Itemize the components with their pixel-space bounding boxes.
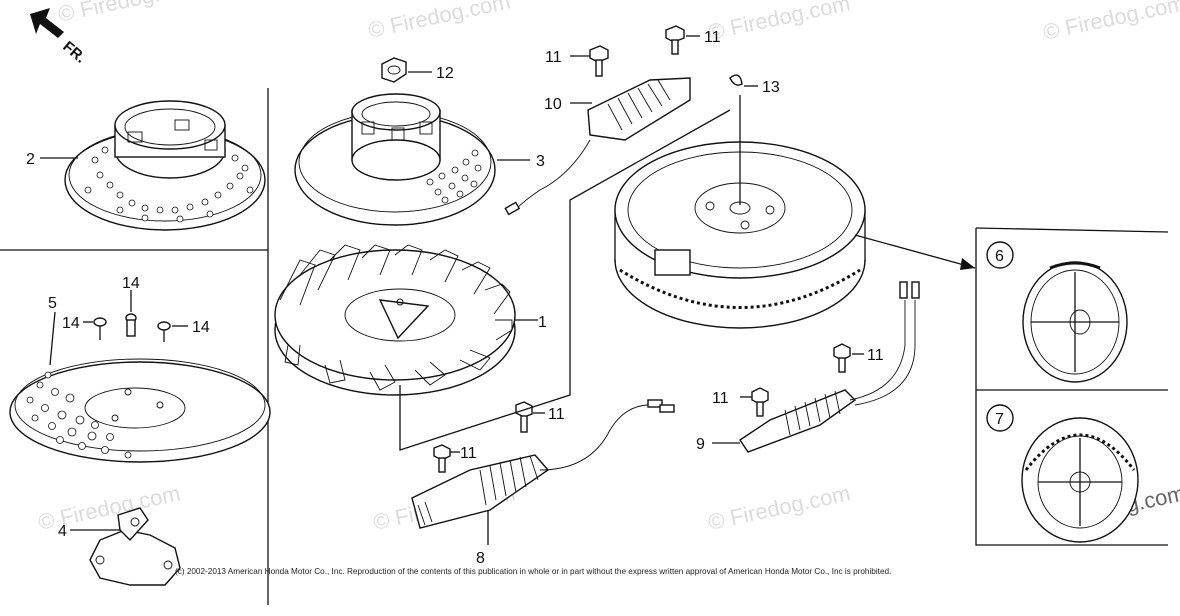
watermark-text: © Firedog.com xyxy=(706,0,853,45)
callout-7: 7 xyxy=(995,411,1004,428)
arrow-icon xyxy=(30,8,64,38)
detail-6-flywheel-type-a xyxy=(1022,261,1128,383)
copyright-notice: (c) 2002-2013 American Honda Motor Co., … xyxy=(175,567,892,576)
section-dividers xyxy=(0,88,1169,605)
callout-14: 14 xyxy=(192,319,210,336)
callout-11: 11 xyxy=(704,29,721,46)
watermark-text: © Firedog.com xyxy=(706,480,853,535)
part-13-key xyxy=(729,74,743,86)
part-11-bolts xyxy=(433,25,851,473)
watermark-text: © Firedog.com xyxy=(1041,0,1180,45)
callout-14: 14 xyxy=(62,315,80,332)
part-9-charge-coil xyxy=(739,281,920,453)
callout-11: 11 xyxy=(460,445,477,462)
callout-1: 1 xyxy=(538,314,547,331)
callout-labels: 1 2 3 4 5 6 7 8 9 10 11 11 11 11 11 11 1… xyxy=(26,29,1014,567)
callout-11: 11 xyxy=(548,406,565,423)
callout-11: 11 xyxy=(545,49,562,66)
part-3-starter-pulley xyxy=(294,93,496,226)
part-10-charge-coil xyxy=(504,77,691,216)
callout-6-circle xyxy=(986,241,1014,269)
callout-11: 11 xyxy=(867,347,884,364)
part-2-recoil-starter-cup xyxy=(64,100,266,231)
callout-14: 14 xyxy=(122,275,140,292)
callout-3: 3 xyxy=(536,153,545,170)
callout-2: 2 xyxy=(26,151,35,168)
callout-13: 13 xyxy=(762,79,780,96)
watermark-text: © Firedog.com xyxy=(366,0,513,43)
part-5-plate xyxy=(9,358,271,463)
callout-4: 4 xyxy=(58,523,67,540)
flywheel xyxy=(614,141,866,329)
callout-8: 8 xyxy=(476,550,485,567)
watermark-text: © Firedog.com xyxy=(56,0,203,27)
callout-6: 6 xyxy=(995,248,1004,265)
direction-label: FR. xyxy=(59,38,88,67)
detail-7-flywheel-type-b xyxy=(1021,417,1139,543)
callout-7-circle xyxy=(986,404,1014,432)
callout-5: 5 xyxy=(48,295,57,312)
callout-12: 12 xyxy=(436,65,454,82)
callout-10: 10 xyxy=(544,96,562,113)
part-8-exciter-coil xyxy=(411,399,675,529)
callout-9: 9 xyxy=(696,436,705,453)
part-14-screws xyxy=(93,313,171,342)
part-4-bracket xyxy=(89,507,181,586)
leader-lines xyxy=(40,35,976,545)
part-12-nut xyxy=(381,57,407,83)
part-1-cooling-fan xyxy=(274,244,516,396)
callout-11: 11 xyxy=(712,390,729,407)
